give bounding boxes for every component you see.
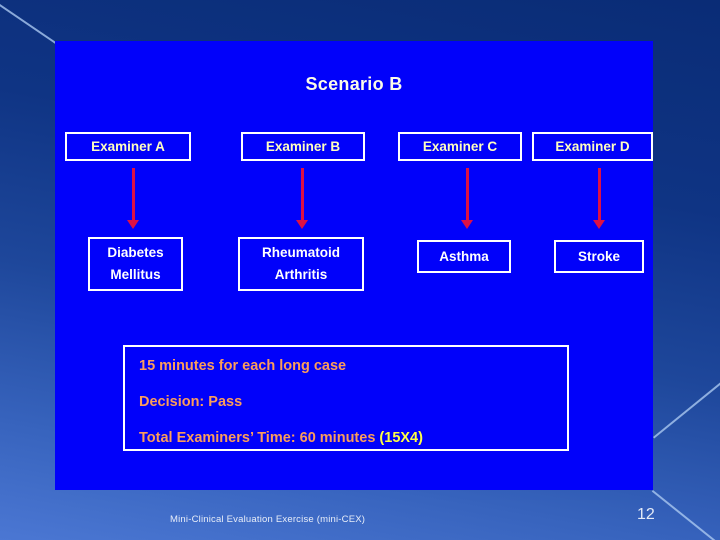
examiner-c-box: Examiner C (398, 132, 522, 161)
decorative-diagonal-line-bottom-right (652, 490, 720, 540)
down-arrow-icon (461, 168, 473, 229)
arrow-shaft (597, 168, 601, 220)
arrow-shaft (131, 168, 135, 220)
summary-line-total-time: Total Examiners’ Time: 60 minutes (15X4) (139, 429, 567, 447)
case-stroke-box: Stroke (554, 240, 644, 273)
footer-caption: Mini-Clinical Evaluation Exercise (mini-… (170, 514, 366, 525)
down-arrow-icon (296, 168, 308, 229)
slide-content-area: Scenario B Examiner A Examiner B Examine… (55, 41, 653, 490)
examiner-d-box: Examiner D (532, 132, 653, 161)
summary-total-time-text: Total Examiners’ Time: 60 minutes (139, 429, 380, 446)
down-arrow-icon (127, 168, 139, 229)
arrow-shaft (465, 168, 469, 220)
arrow-head (593, 220, 605, 229)
examiner-a-box: Examiner A (65, 132, 191, 161)
page-number: 12 (637, 506, 655, 523)
summary-total-time-highlight: (15X4) (379, 429, 423, 446)
decorative-diagonal-line-top-left (0, 4, 57, 44)
summary-line-decision: Decision: Pass (139, 393, 243, 410)
case-rheumatoid-arthritis-box: Rheumatoid Arthritis (238, 237, 364, 291)
slide-title: Scenario B (305, 74, 403, 94)
down-arrow-icon (593, 168, 605, 229)
summary-box: 15 minutes for each long case Decision: … (123, 345, 569, 451)
examiner-b-box: Examiner B (241, 132, 365, 161)
case-diabetes-mellitus-box: Diabetes Mellitus (88, 237, 183, 291)
arrow-head (296, 220, 308, 229)
decorative-diagonal-line-right (653, 380, 720, 439)
case-asthma-box: Asthma (417, 240, 511, 273)
arrow-head (461, 220, 473, 229)
summary-line-duration: 15 minutes for each long case (139, 358, 347, 374)
arrow-shaft (300, 168, 304, 220)
arrow-head (127, 220, 139, 229)
